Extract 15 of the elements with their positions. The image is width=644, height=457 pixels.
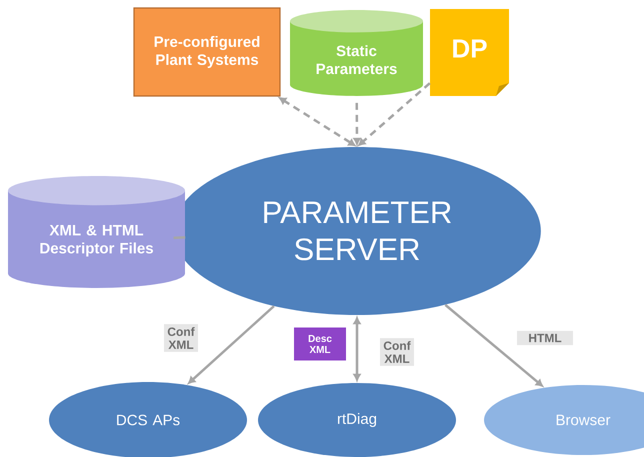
dashed-arrow <box>353 102 361 145</box>
connector-line <box>174 236 186 240</box>
arrow <box>353 317 361 381</box>
edge-label: Conf XML <box>380 338 414 366</box>
tag-label: Desc XML <box>294 328 346 360</box>
arrow <box>444 304 543 387</box>
database-cylinder: Static Parameters <box>290 10 423 96</box>
arrow <box>188 305 275 384</box>
edge-label: Conf XML <box>164 324 198 352</box>
dashed-arrow <box>358 82 431 146</box>
process-box: Pre-configured Plant Systems <box>133 7 281 97</box>
dashed-arrow <box>279 97 356 146</box>
edge-label: HTML <box>517 330 573 346</box>
database-cylinder: XML & HTML Descriptor Files <box>8 176 185 288</box>
document-box: DP <box>430 9 509 96</box>
